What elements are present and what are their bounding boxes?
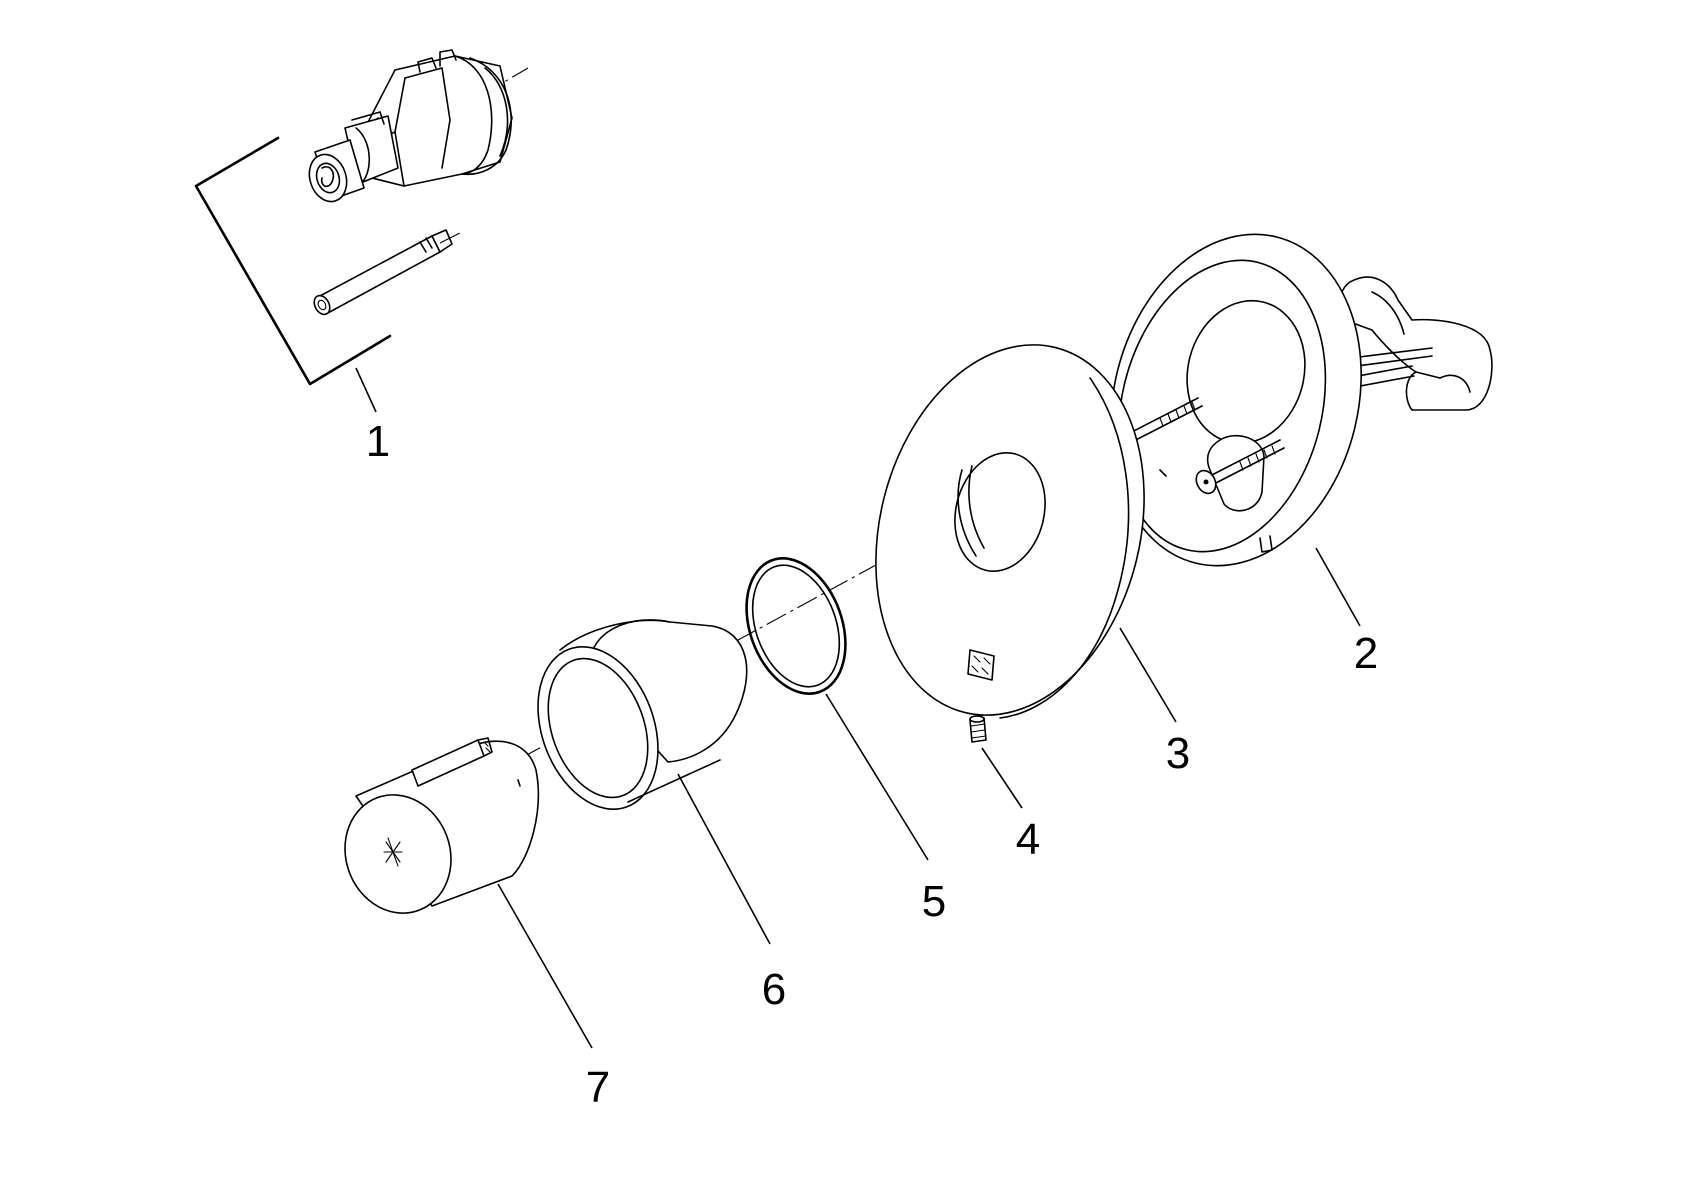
callout-5: 5: [922, 877, 946, 926]
part-3-escutcheon: 3: [875, 344, 1190, 778]
callout-6: 6: [762, 965, 786, 1014]
callout-4: 4: [1016, 815, 1040, 864]
callout-7: 7: [586, 1063, 610, 1112]
spindle-extension: [313, 229, 453, 316]
leader-4: [981, 747, 1023, 809]
leader-1: [355, 367, 377, 413]
leader-3: [1119, 627, 1177, 723]
part-1-cartridge-assembly: 1: [194, 49, 513, 466]
leader-2: [1315, 547, 1361, 627]
part-2-mounting-plate: 2: [1110, 233, 1493, 678]
leader-5: [825, 693, 929, 861]
callout-2: 2: [1354, 629, 1378, 678]
cartridge: [308, 49, 513, 203]
leader-7: [497, 883, 593, 1049]
part-4-set-screw: 4: [969, 715, 1040, 864]
indicator-cross-icon: [383, 837, 403, 867]
callout-3: 3: [1166, 729, 1190, 778]
part-7-handle: 7: [344, 737, 610, 1112]
brand-logo-badge: [967, 649, 995, 681]
callout-1: 1: [366, 417, 390, 466]
part-5-o-ring: 5: [745, 557, 946, 926]
part-1-bracket: [194, 136, 392, 386]
part-6-sleeve: 6: [537, 619, 786, 1014]
leader-6: [677, 773, 771, 945]
